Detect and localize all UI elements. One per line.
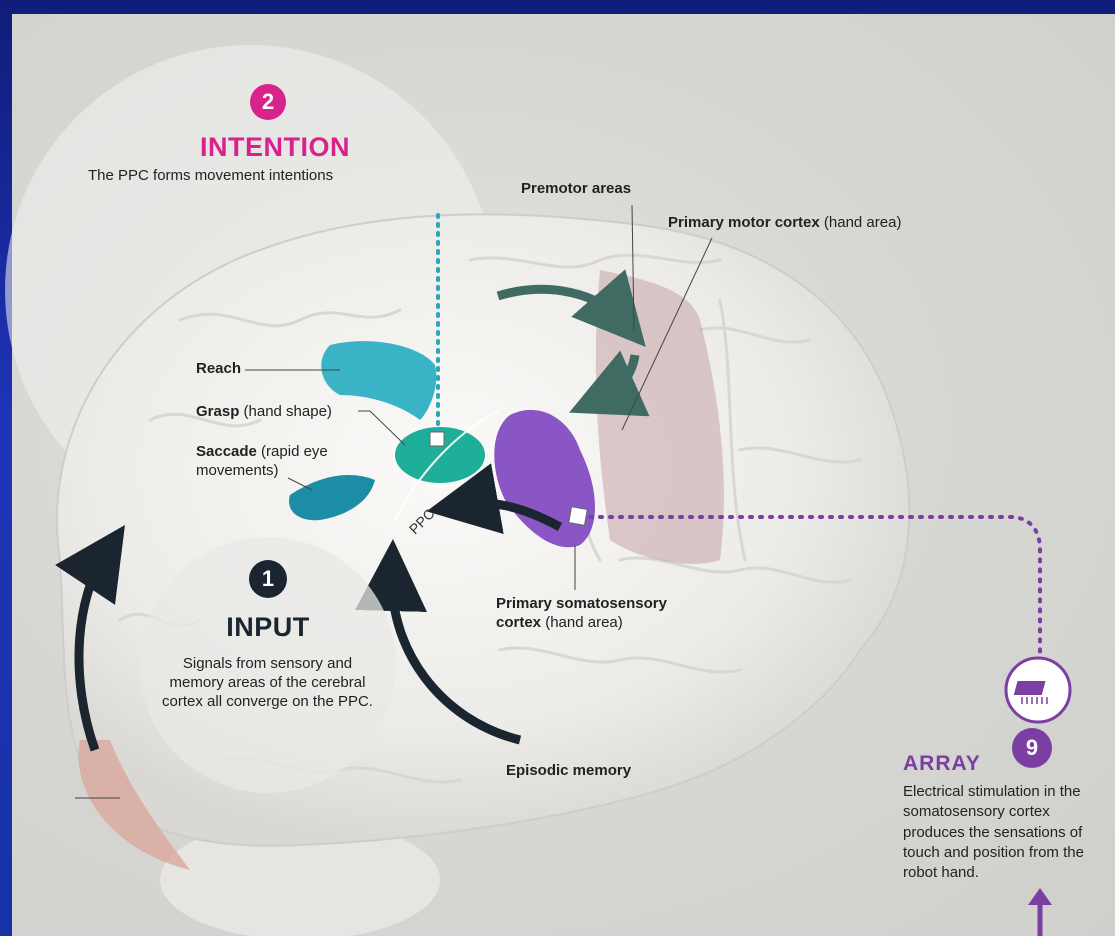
step-9-title: ARRAY (903, 752, 981, 775)
somato-to-ppc-arrow (426, 463, 563, 535)
saccade-region (289, 475, 375, 521)
leader-lines (75, 204, 713, 799)
purple-dotted-connector (578, 515, 1042, 662)
reach-region (321, 341, 437, 420)
occipital-region (78, 740, 190, 870)
step-1-badge: 1 (249, 560, 287, 598)
step-9-badge: 9 (1012, 728, 1052, 768)
grasp-electrode-marker (429, 431, 445, 447)
premotor-arrow-top (496, 269, 646, 348)
input-arrow-left (55, 525, 125, 752)
step-2-badge: 2 (250, 84, 286, 120)
step-2-title: INTENTION (200, 132, 350, 162)
input-highlight-circle (140, 537, 396, 793)
microchip-icon (1013, 681, 1048, 704)
primary-motor-cortex-label: Primary motor cortex (hand area) (668, 214, 902, 231)
gyri-texture (118, 253, 862, 784)
premotor-arrow-bottom (569, 350, 650, 417)
step-9-description: Electrical stimulation in the somatosens… (903, 783, 1084, 881)
ppc-boundary (394, 409, 501, 521)
array-up-arrow-head (1028, 888, 1052, 905)
cerebellum (160, 820, 440, 936)
primary-somatosensory-label: Primary somatosensory cortex (hand area) (496, 595, 667, 631)
saccade-label: Saccade (rapid eye movements) (196, 443, 328, 479)
grasp-label: Grasp (hand shape) (196, 403, 332, 420)
episodic-arrow (355, 539, 522, 745)
step-1-description: Signals from sensory and memory areas of… (162, 655, 373, 710)
premotor-areas-label: Premotor areas (521, 180, 632, 197)
somato-electrode-marker (568, 506, 588, 526)
step-2-description: The PPC forms movement intentions (88, 167, 334, 184)
step-1-title: INPUT (226, 612, 310, 642)
episodic-memory-label: Episodic memory (506, 762, 632, 779)
reach-label: Reach (196, 360, 242, 377)
